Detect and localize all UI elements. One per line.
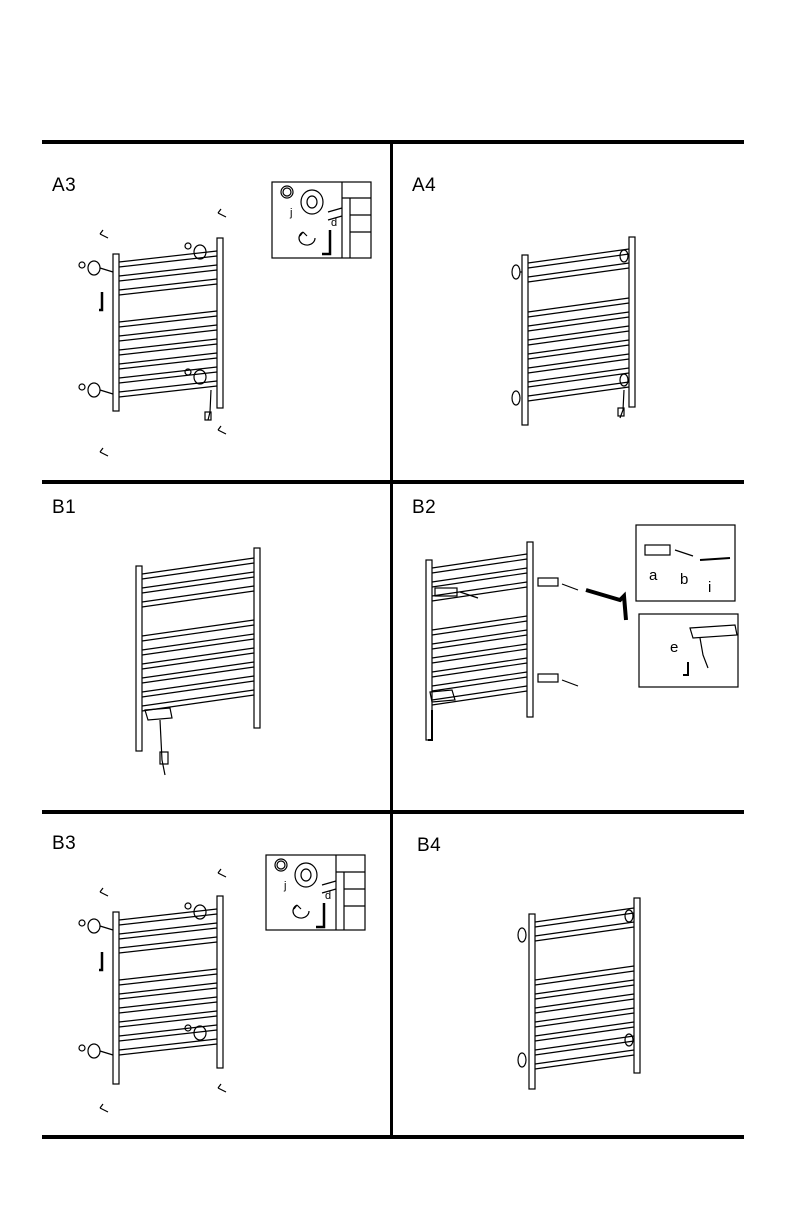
instruction-page: A3 <box>0 0 793 1225</box>
b4-illustration <box>0 0 793 1225</box>
